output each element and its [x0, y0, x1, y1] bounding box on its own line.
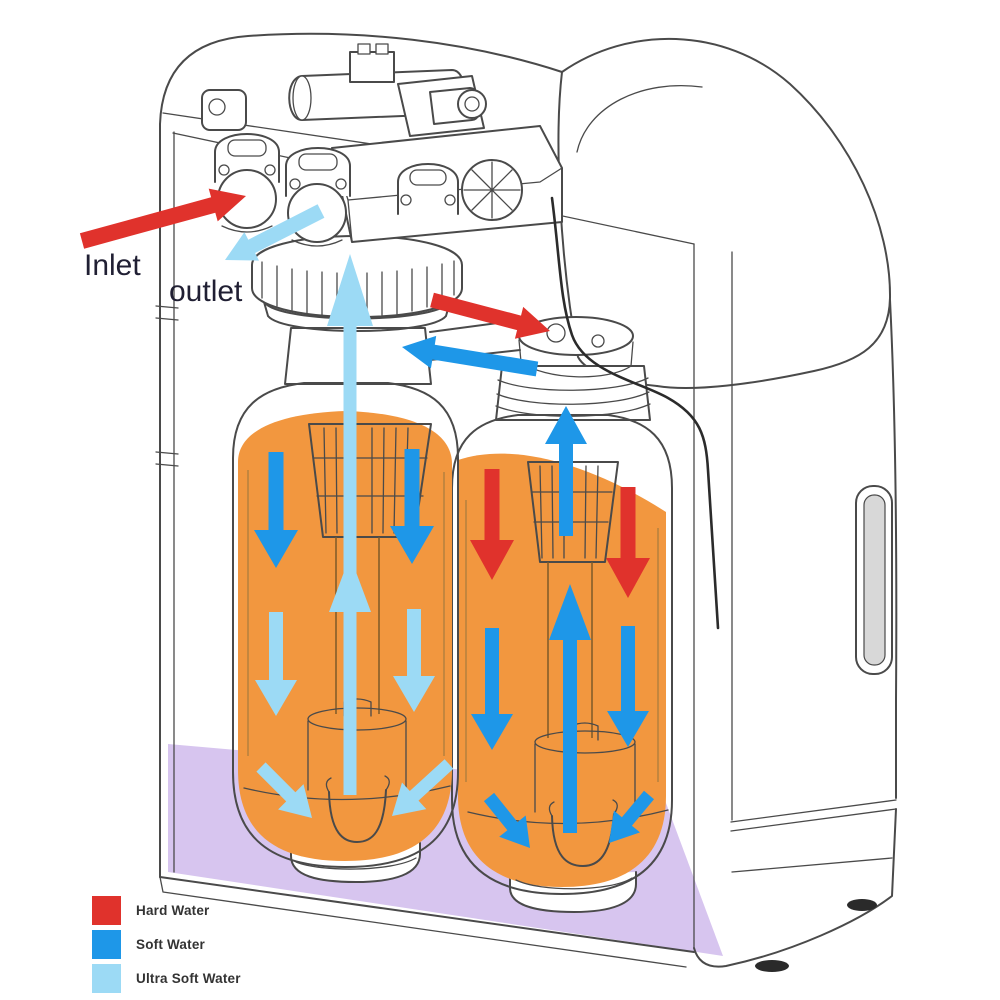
right-tank-to-valve-arrow: [402, 335, 539, 377]
legend-label: Hard Water: [136, 903, 210, 918]
legend-item-soft-water: Soft Water: [92, 930, 241, 959]
valve-gear: [461, 159, 523, 221]
cabinet-handle-slot: [855, 485, 893, 675]
right-down-soft-left-arrow: [471, 628, 513, 750]
cabinet-outline: [155, 32, 898, 972]
soft-water-swatch: [92, 930, 121, 959]
motor-end-cap: [457, 89, 487, 119]
right-down-hard-left-arrow: [470, 469, 514, 580]
inlet-flow-arrow: [79, 188, 247, 249]
left-bottom-diag-left-arrow: [256, 762, 312, 818]
power-cord: [550, 196, 720, 630]
legend-item-ultra-soft-water: Ultra Soft Water: [92, 964, 241, 993]
inlet-label: Inlet: [84, 249, 141, 282]
right-bottom-diag-right-arrow: [609, 790, 654, 843]
right-riser-up-center-arrow: [549, 584, 591, 833]
right-bottom-diag-left-arrow: [483, 792, 530, 848]
left-down-ultra-left-arrow: [255, 612, 297, 716]
legend-label: Ultra Soft Water: [136, 971, 241, 986]
left-bottom-diag-right-arrow: [392, 759, 454, 816]
outlet-label: outlet: [169, 275, 243, 308]
cabinet-foot: [755, 960, 789, 972]
control-valve-assembly: [201, 43, 563, 247]
legend-label: Soft Water: [136, 937, 205, 952]
right-riser-up-top-arrow: [545, 406, 587, 536]
hard-water-swatch: [92, 896, 121, 925]
inlet-port: [214, 133, 280, 233]
bypass-bracket: [397, 163, 459, 215]
left-down-soft-left-arrow: [254, 452, 298, 568]
left-riser-up-lower-arrow: [329, 556, 371, 795]
flow-arrows: [79, 188, 654, 848]
valve-to-right-tank-arrow: [430, 292, 550, 339]
legend-item-hard-water: Hard Water: [92, 896, 241, 925]
right-down-soft-right-arrow: [607, 626, 649, 747]
ultra-soft-water-swatch: [92, 964, 121, 993]
left-down-soft-right-arrow: [390, 449, 434, 564]
tank-connector-pipe: [429, 316, 634, 378]
left-down-ultra-right-arrow: [393, 609, 435, 712]
cabinet-foot: [847, 899, 877, 911]
left-riser-up-upper-arrow: [327, 254, 373, 614]
right-down-hard-right-arrow: [606, 487, 650, 598]
legend: Hard Water Soft Water Ultra Soft Water: [92, 896, 241, 998]
outlet-flow-arrow: [225, 204, 325, 261]
